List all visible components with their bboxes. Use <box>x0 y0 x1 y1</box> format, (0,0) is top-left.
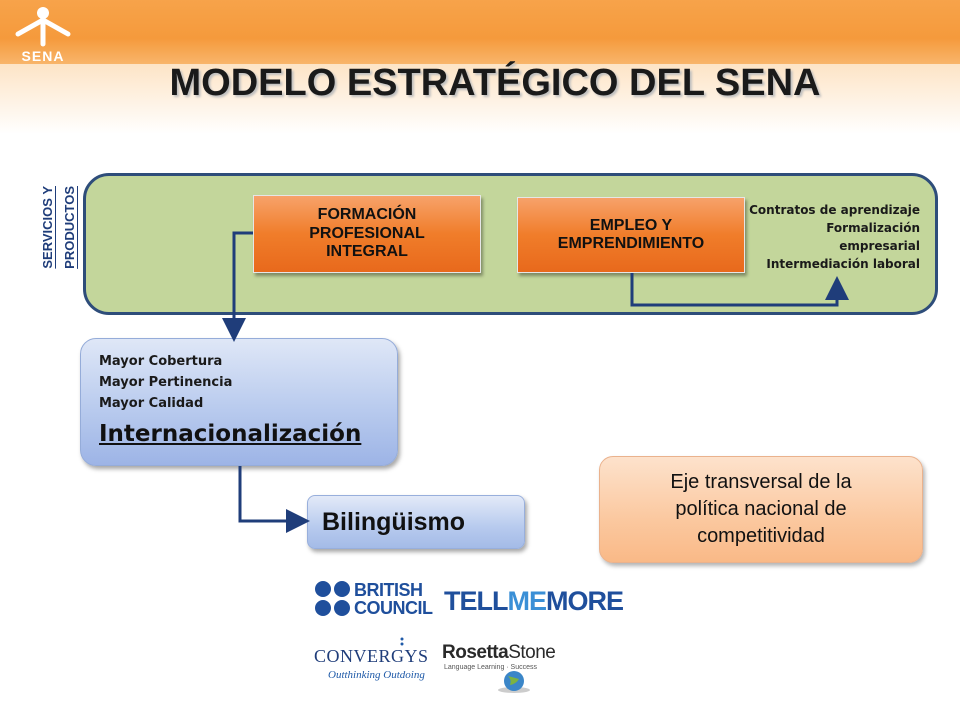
empleo-item: Contratos de aprendizaje <box>749 203 920 217</box>
convergys-tagline: Outthinking Outdoing <box>328 669 425 681</box>
empleo-item: empresarial <box>839 239 920 253</box>
formacion-box: FORMACIÓN PROFESIONAL INTEGRAL <box>253 195 481 273</box>
eje-transversal-box: Eje transversal de la política nacional … <box>599 456 923 563</box>
objetivo-item: Mayor Cobertura <box>99 354 223 369</box>
formacion-line: PROFESIONAL <box>309 224 425 242</box>
arrow-objetivos-to-bilinguismo <box>238 466 310 533</box>
british-council-dots-icon <box>315 581 350 616</box>
rosetta-tagline: Language Learning · Success <box>444 664 538 671</box>
convergys-dots-icon <box>400 637 404 646</box>
british-council-logo: BRITISH COUNCIL <box>314 580 436 622</box>
formacion-line: INTEGRAL <box>326 243 408 261</box>
header-banner <box>0 0 960 64</box>
british-council-line: BRITISH <box>354 580 423 600</box>
side-label: SERVICIOS Y PRODUCTOS <box>36 186 82 286</box>
convergys-name: CONVERGYS <box>314 646 429 666</box>
eje-line: política nacional de <box>675 498 847 520</box>
objetivo-item: Mayor Calidad <box>99 396 204 411</box>
formacion-line: FORMACIÓN <box>317 206 417 224</box>
sena-person-icon <box>15 7 71 47</box>
objetivo-item: Mayor Pertinencia <box>99 375 233 390</box>
side-label-line2: PRODUCTOS <box>62 186 77 269</box>
rosetta-part: Rosetta <box>442 642 509 663</box>
rosetta-stone-logo: RosettaStone Language Learning · Success <box>442 642 562 694</box>
sena-logo-text: SENA <box>21 48 65 64</box>
internacionalizacion-label: Internacionalización <box>99 421 362 447</box>
british-council-line: COUNCIL <box>354 598 433 618</box>
empleo-items-list: Contratos de aprendizaje Formalización e… <box>748 201 920 273</box>
eje-line: Eje transversal de la <box>670 471 852 493</box>
page-title: MODELO ESTRATÉGICO DEL SENA <box>169 62 821 104</box>
tellmemore-part: MORE <box>546 586 624 616</box>
empleo-line: EMPRENDIMIENTO <box>557 235 705 252</box>
header-fade <box>0 64 960 134</box>
tellmemore-part: ME <box>507 586 547 616</box>
empleo-box: EMPLEO Y EMPRENDIMIENTO <box>517 197 745 273</box>
convergys-logo: CONVERGYS Outthinking Outdoing <box>314 636 429 686</box>
tellmemore-logo: TELLMEMORE <box>444 586 624 620</box>
bilinguismo-box: Bilingüismo <box>307 495 525 549</box>
empleo-line: EMPLEO Y <box>589 216 673 234</box>
sena-logo: SENA <box>8 4 78 80</box>
empleo-item: Intermediación laboral <box>766 257 920 271</box>
tellmemore-part: TELL <box>444 586 508 616</box>
rosetta-part: Stone <box>508 642 556 663</box>
globe-icon <box>498 671 530 693</box>
objetivos-box: Mayor Cobertura Mayor Pertinencia Mayor … <box>80 338 398 466</box>
empleo-item: Formalización <box>826 221 920 235</box>
eje-line: competitividad <box>697 525 825 547</box>
side-label-line1: SERVICIOS Y <box>40 186 55 269</box>
